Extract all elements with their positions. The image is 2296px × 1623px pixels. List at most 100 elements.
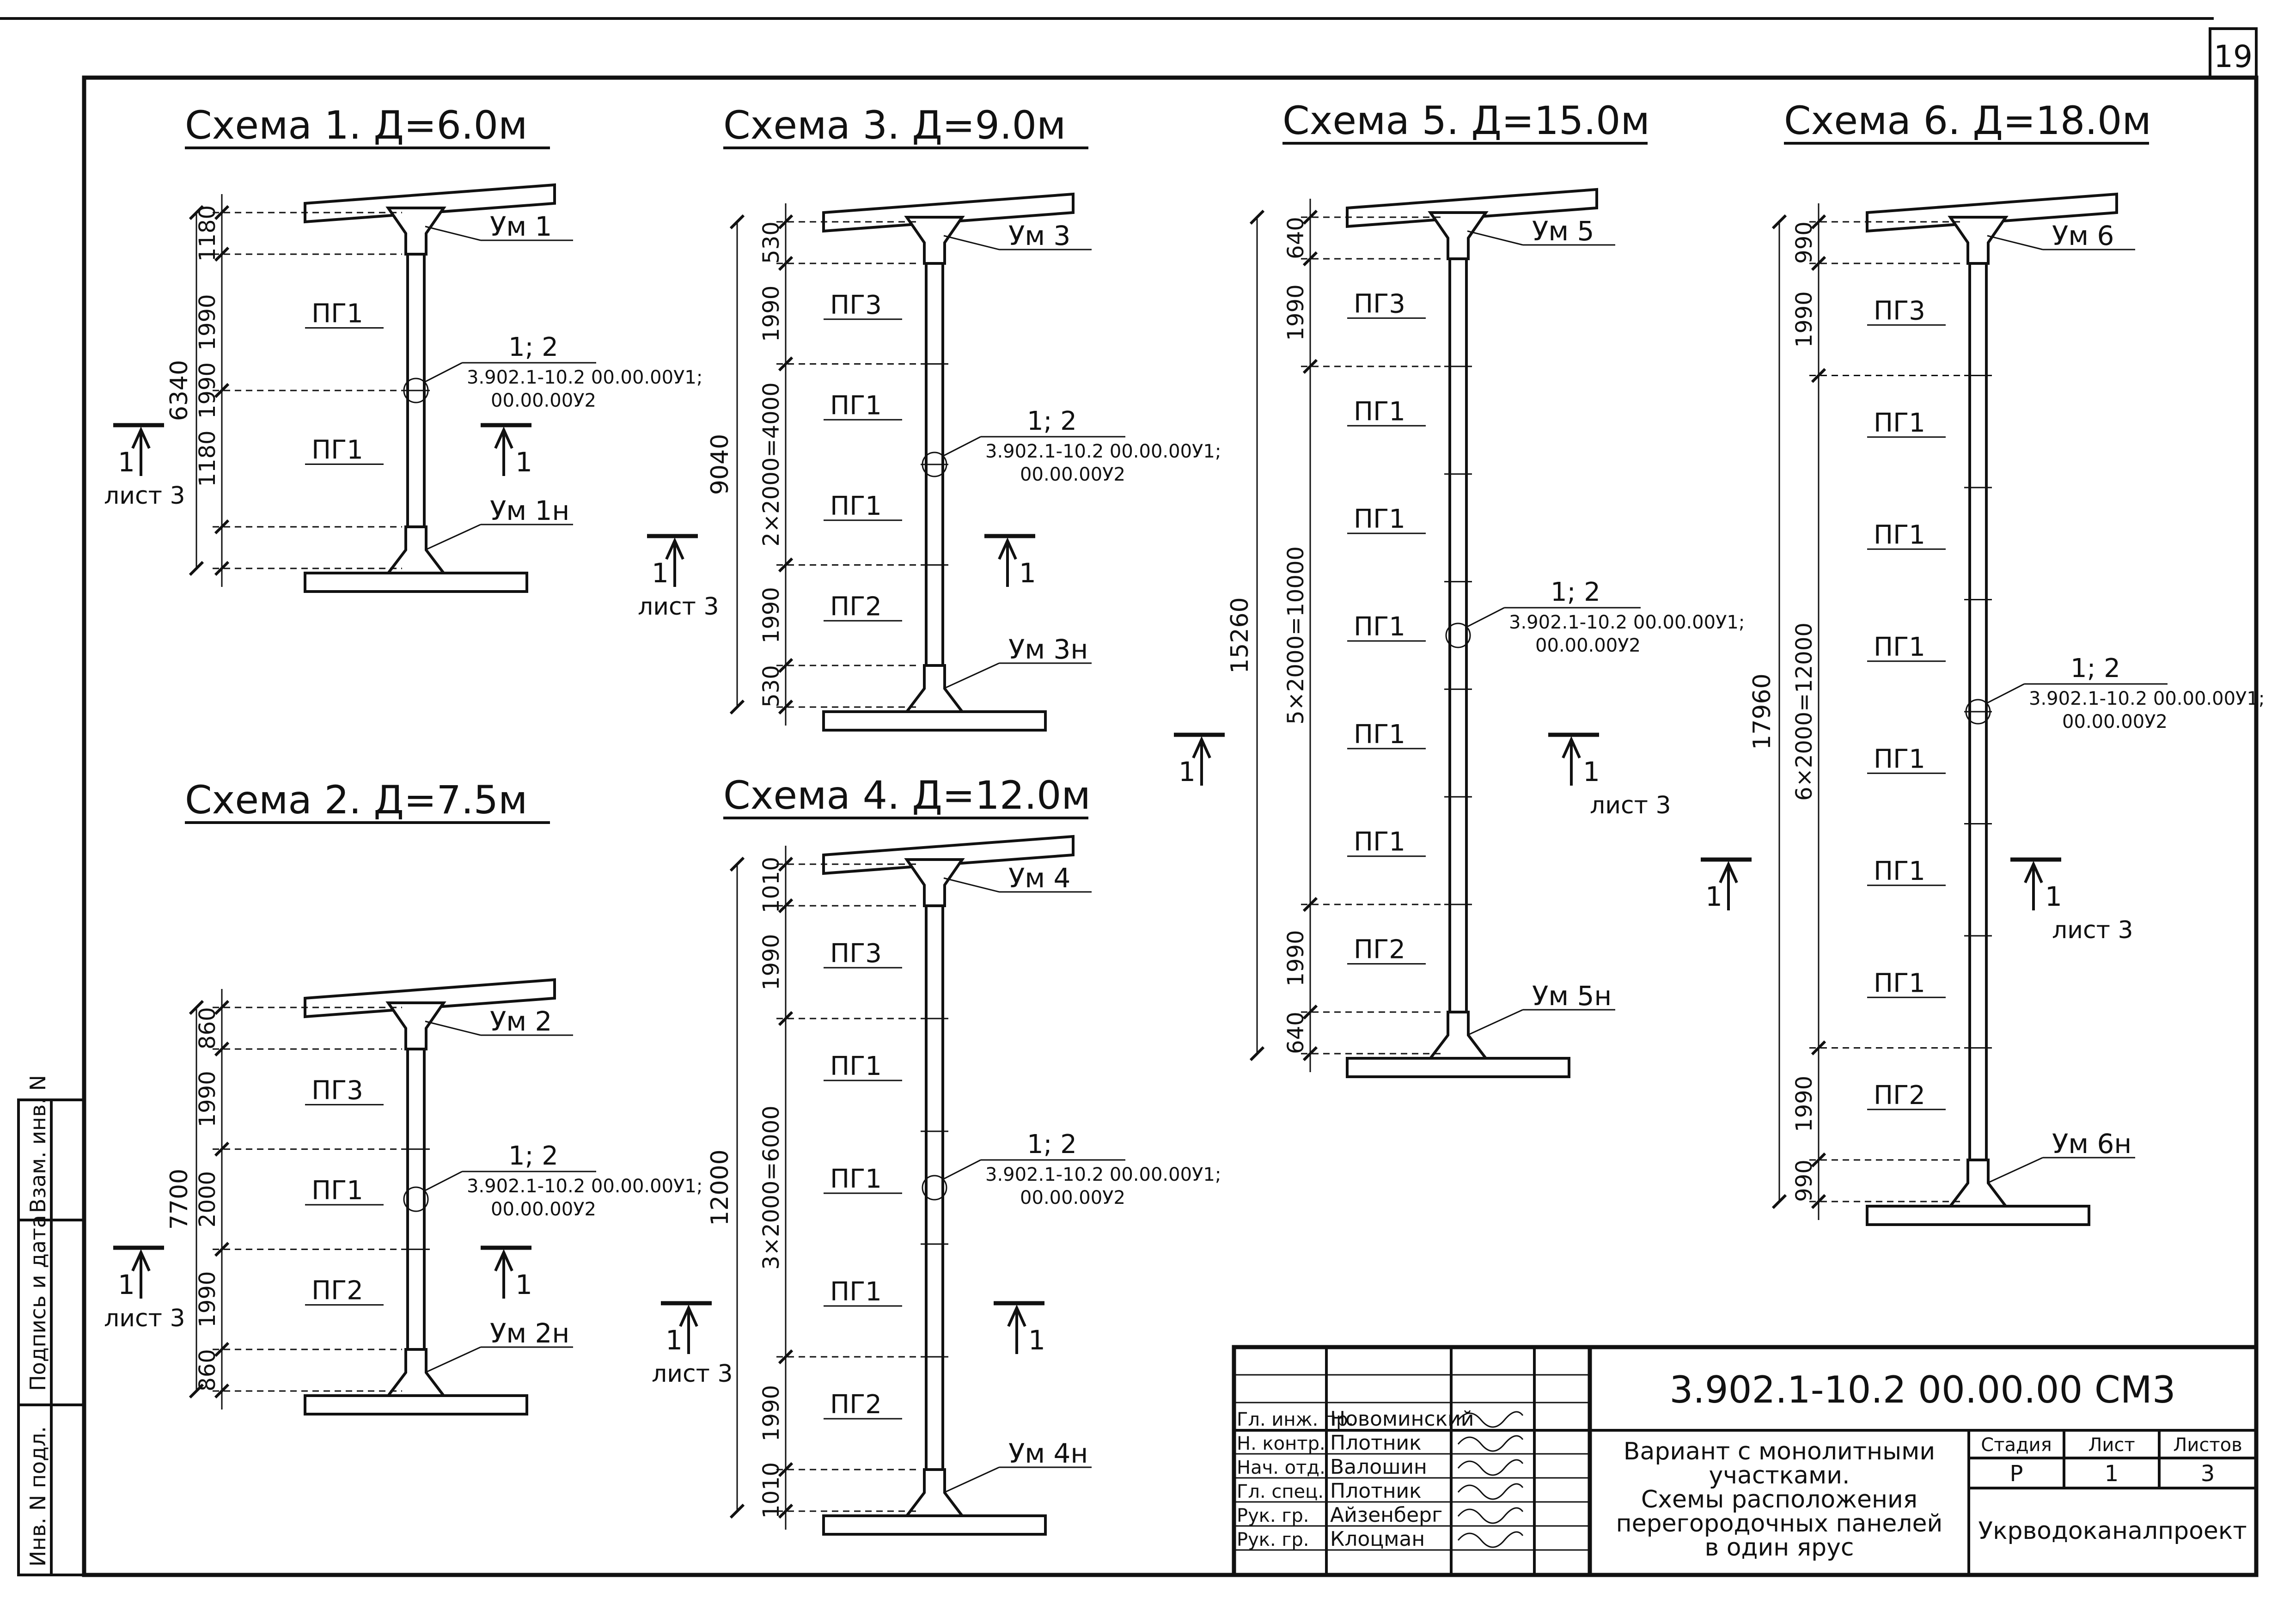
dim-value: 1010 (758, 1462, 784, 1519)
scheme-title: Схема 4. Д=12.0м (723, 773, 1091, 818)
panel-label: ПГ1 (1354, 612, 1405, 642)
panel-label: ПГ2 (1354, 935, 1405, 965)
ref-doc-line-2: 00.00.00У2 (2062, 711, 2168, 732)
dim-tick (214, 1041, 230, 1057)
panel-label: ПГ3 (311, 1075, 363, 1105)
top-slab (822, 835, 1075, 875)
panel-label: ПГ1 (830, 390, 882, 421)
margin-label-inv: Инв. N подл. (25, 1426, 50, 1567)
scheme-title: Схема 6. Д=18.0м (1784, 98, 2151, 143)
dim-tick (189, 1000, 204, 1015)
panel-label: ПГ3 (1354, 289, 1405, 319)
panel-label: ПГ2 (1874, 1080, 1925, 1110)
dim-tick (1811, 214, 1826, 230)
section-number-left: 1 (118, 446, 135, 478)
section-number-right: 1 (515, 446, 532, 478)
dim-tick (1811, 1194, 1826, 1209)
dim-tick (214, 1383, 230, 1399)
dim-value: 530 (758, 665, 784, 708)
panel-label: ПГ1 (1354, 827, 1405, 857)
panel-label: ПГ1 (311, 299, 363, 329)
bottom-node-shape (904, 664, 965, 713)
bottom-node-leader (425, 1346, 481, 1373)
dim-value: 1990 (1283, 284, 1309, 341)
dim-tick (214, 246, 230, 262)
dim-tick (778, 1349, 794, 1365)
section-number-left: 1 (1179, 756, 1196, 787)
panel-label: ПГ3 (1874, 296, 1925, 326)
bottom-node-leader (943, 1466, 1000, 1494)
dim-tick (1811, 368, 1826, 383)
sheet-frame: 19 (0, 17, 2259, 1577)
top-node-label: Ум 4 (1008, 862, 1070, 894)
dim-tick (1811, 1040, 1826, 1056)
dim-tick (1302, 359, 1318, 374)
scheme-title: Схема 1. Д=6.0м (185, 103, 527, 148)
panel-label: ПГ1 (1874, 408, 1925, 438)
dim-tick (214, 1141, 230, 1157)
top-node-label: Ум 2 (490, 1006, 552, 1037)
dim-value: 640 (1283, 1012, 1309, 1054)
top-slab (304, 978, 556, 1019)
ref-doc-line: 3.902.1-10.2 00.00.00У1; (985, 1164, 1221, 1185)
description-line-2: участками. (1709, 1462, 1850, 1489)
dim-tick (778, 557, 794, 573)
bottom-node-shape (904, 1468, 965, 1517)
section-arrow-right (998, 537, 1017, 587)
ref-leader (1466, 607, 1505, 628)
ref-doc-line-2: 00.00.00У2 (491, 390, 596, 411)
section-number-left: 1 (118, 1269, 135, 1300)
sheets-value: 3 (2201, 1461, 2215, 1487)
ref-doc-line: 3.902.1-10.2 00.00.00У1; (2029, 688, 2265, 709)
top-node-label: Ум 5 (1532, 215, 1594, 247)
partition-column (1448, 257, 1468, 1013)
bottom-node-shape (1947, 1159, 2009, 1208)
bottom-node-leader (425, 524, 481, 551)
section-number-right: 1 (1028, 1324, 1045, 1356)
dim-value: 1180 (195, 205, 220, 262)
dim-tick (1302, 1004, 1318, 1020)
dim-tick (778, 1011, 794, 1026)
section-arrow-left (1192, 736, 1211, 786)
overall-dim-value: 12000 (706, 1149, 734, 1226)
left-margin-strip: Инв. N подл. Подпись и дата Взам. инв. N (17, 1075, 85, 1576)
overall-dim-value: 7700 (165, 1169, 193, 1230)
dim-tick (1249, 209, 1265, 225)
top-node-label: Ум 6 (2052, 220, 2114, 251)
section-arrow-left (1719, 860, 1738, 910)
section-number-right: 1 (1019, 557, 1036, 589)
top-node-leader (1467, 230, 1523, 246)
top-node-shape (1428, 211, 1489, 260)
sheet-ref-label: лист 3 (1590, 792, 1671, 819)
partition-column (925, 904, 944, 1471)
top-node-shape (1948, 216, 2009, 265)
dim-tick (1249, 1046, 1265, 1062)
bottom-node-leader (943, 662, 1000, 689)
staff-name: Новоминский (1330, 1407, 1474, 1431)
dim-value: 2000 (195, 1171, 220, 1227)
dim-value: 860 (195, 1349, 220, 1391)
staff-role: Рук. гр. (1237, 1505, 1309, 1526)
description-line-3: Схемы расположения (1641, 1486, 1917, 1513)
dim-value: 1990 (195, 294, 220, 350)
doc-code: 3.902.1-10.2 00.00.00 СМ3 (1669, 1368, 2175, 1411)
dim-value: 6×2000=12000 (1791, 622, 1817, 801)
section-number-right: 1 (1583, 756, 1600, 787)
section-arrow-left (131, 426, 151, 476)
signature-mark (1457, 1507, 1524, 1524)
margin-label-replace: Взам. инв. N (25, 1075, 50, 1213)
top-node-shape (904, 858, 965, 907)
staff-row: Гл. спец.Плотник (1237, 1479, 1524, 1503)
dim-tick (214, 1342, 230, 1357)
dim-value: 1010 (758, 857, 784, 913)
dim-tick (778, 356, 794, 372)
dim-tick (214, 519, 230, 535)
dim-value: 640 (1283, 217, 1309, 259)
ref-detail-numbers: 1; 2 (1027, 1129, 1077, 1159)
sheet-number: 19 (2214, 39, 2253, 74)
dim-tick (214, 205, 230, 220)
bottom-node-label: Ум 6н (2052, 1128, 2131, 1159)
dim-tick (729, 1503, 745, 1519)
